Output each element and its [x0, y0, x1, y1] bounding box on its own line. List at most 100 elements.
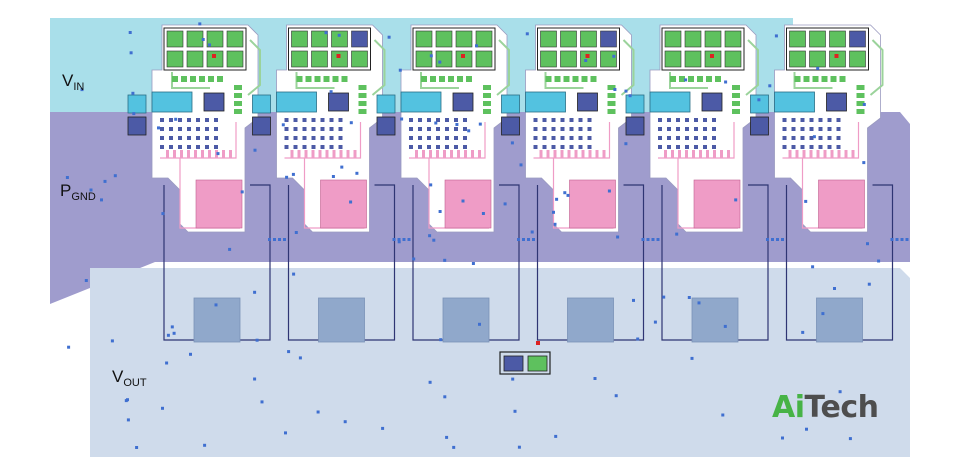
via [331, 175, 335, 178]
capacitor-pad [580, 30, 597, 48]
via [866, 242, 869, 246]
via [409, 136, 413, 140]
via [791, 145, 796, 149]
via [527, 238, 530, 241]
via [676, 136, 680, 140]
via [445, 136, 449, 140]
via [712, 118, 716, 122]
via [525, 32, 529, 36]
via [676, 127, 680, 131]
ic-pin [311, 150, 315, 158]
via [877, 259, 881, 263]
via [867, 282, 871, 286]
ic-pin [325, 150, 329, 158]
via [724, 80, 728, 84]
via [560, 127, 565, 131]
output-trace [785, 184, 894, 341]
via [240, 190, 244, 194]
via [445, 435, 449, 439]
capacitor-pad [415, 30, 433, 48]
ic-pin [713, 150, 716, 158]
via [481, 212, 485, 215]
via [566, 193, 570, 197]
small-pad [439, 76, 445, 82]
via [205, 145, 209, 149]
ic-pin [318, 150, 322, 158]
via [260, 400, 264, 404]
via [662, 295, 666, 299]
via [129, 51, 133, 55]
ic-pin [678, 150, 681, 158]
via [284, 145, 289, 149]
ic-pin [727, 150, 730, 158]
pin-pad [234, 109, 242, 114]
via [862, 161, 866, 165]
ic-pin [685, 150, 688, 158]
small-pad [688, 76, 694, 82]
via [398, 68, 402, 72]
via [836, 136, 841, 140]
via [641, 238, 645, 241]
via [833, 287, 836, 290]
pin-pad [607, 101, 616, 106]
via [658, 145, 662, 149]
ic-pin [830, 150, 834, 158]
capacitor-pad [311, 50, 328, 68]
via-red [834, 54, 839, 58]
phase-6 [750, 24, 909, 343]
capacitor-pad [331, 30, 348, 48]
pin-pad [856, 93, 865, 98]
via [800, 127, 805, 131]
via [553, 222, 557, 226]
cyan-pad [625, 94, 645, 114]
via [205, 136, 209, 140]
via [542, 145, 547, 149]
via [135, 446, 139, 449]
via [551, 136, 556, 140]
thermal-pad [818, 179, 865, 229]
via [542, 127, 547, 131]
via [776, 238, 779, 241]
pin-pad [234, 85, 242, 90]
via [555, 197, 559, 201]
via [214, 303, 218, 307]
cyan-pad-block [649, 91, 691, 113]
ic-pin [581, 150, 585, 158]
via [126, 418, 130, 422]
via [169, 127, 173, 131]
via [624, 89, 628, 93]
via [418, 136, 422, 140]
ic-pin [208, 150, 211, 158]
signal-trace [869, 39, 884, 96]
capacitor-pad [664, 50, 682, 68]
navy-pad [501, 116, 520, 136]
via [436, 145, 440, 149]
via [676, 145, 680, 149]
capacitor-pad [475, 50, 493, 68]
via [791, 136, 796, 140]
via [554, 434, 558, 438]
ic-pin [304, 150, 308, 158]
via [675, 232, 679, 236]
ic-pin [692, 150, 695, 158]
pin-pad [607, 93, 616, 98]
ic-pin [720, 150, 723, 158]
pin-pad [483, 109, 491, 114]
via [349, 121, 353, 125]
via [612, 54, 616, 58]
via [124, 399, 128, 403]
via [198, 22, 202, 26]
via [809, 136, 814, 140]
pin-pad [483, 85, 491, 90]
small-pad [296, 76, 303, 82]
pin-pad [358, 85, 367, 90]
via [578, 118, 583, 122]
signal-trace [371, 39, 386, 96]
small-pad [563, 76, 570, 82]
ic-pin [339, 150, 343, 158]
signal-trace [745, 39, 759, 96]
capacitor-pad [724, 30, 742, 48]
via [311, 136, 316, 140]
via [100, 198, 103, 202]
via [578, 145, 583, 149]
